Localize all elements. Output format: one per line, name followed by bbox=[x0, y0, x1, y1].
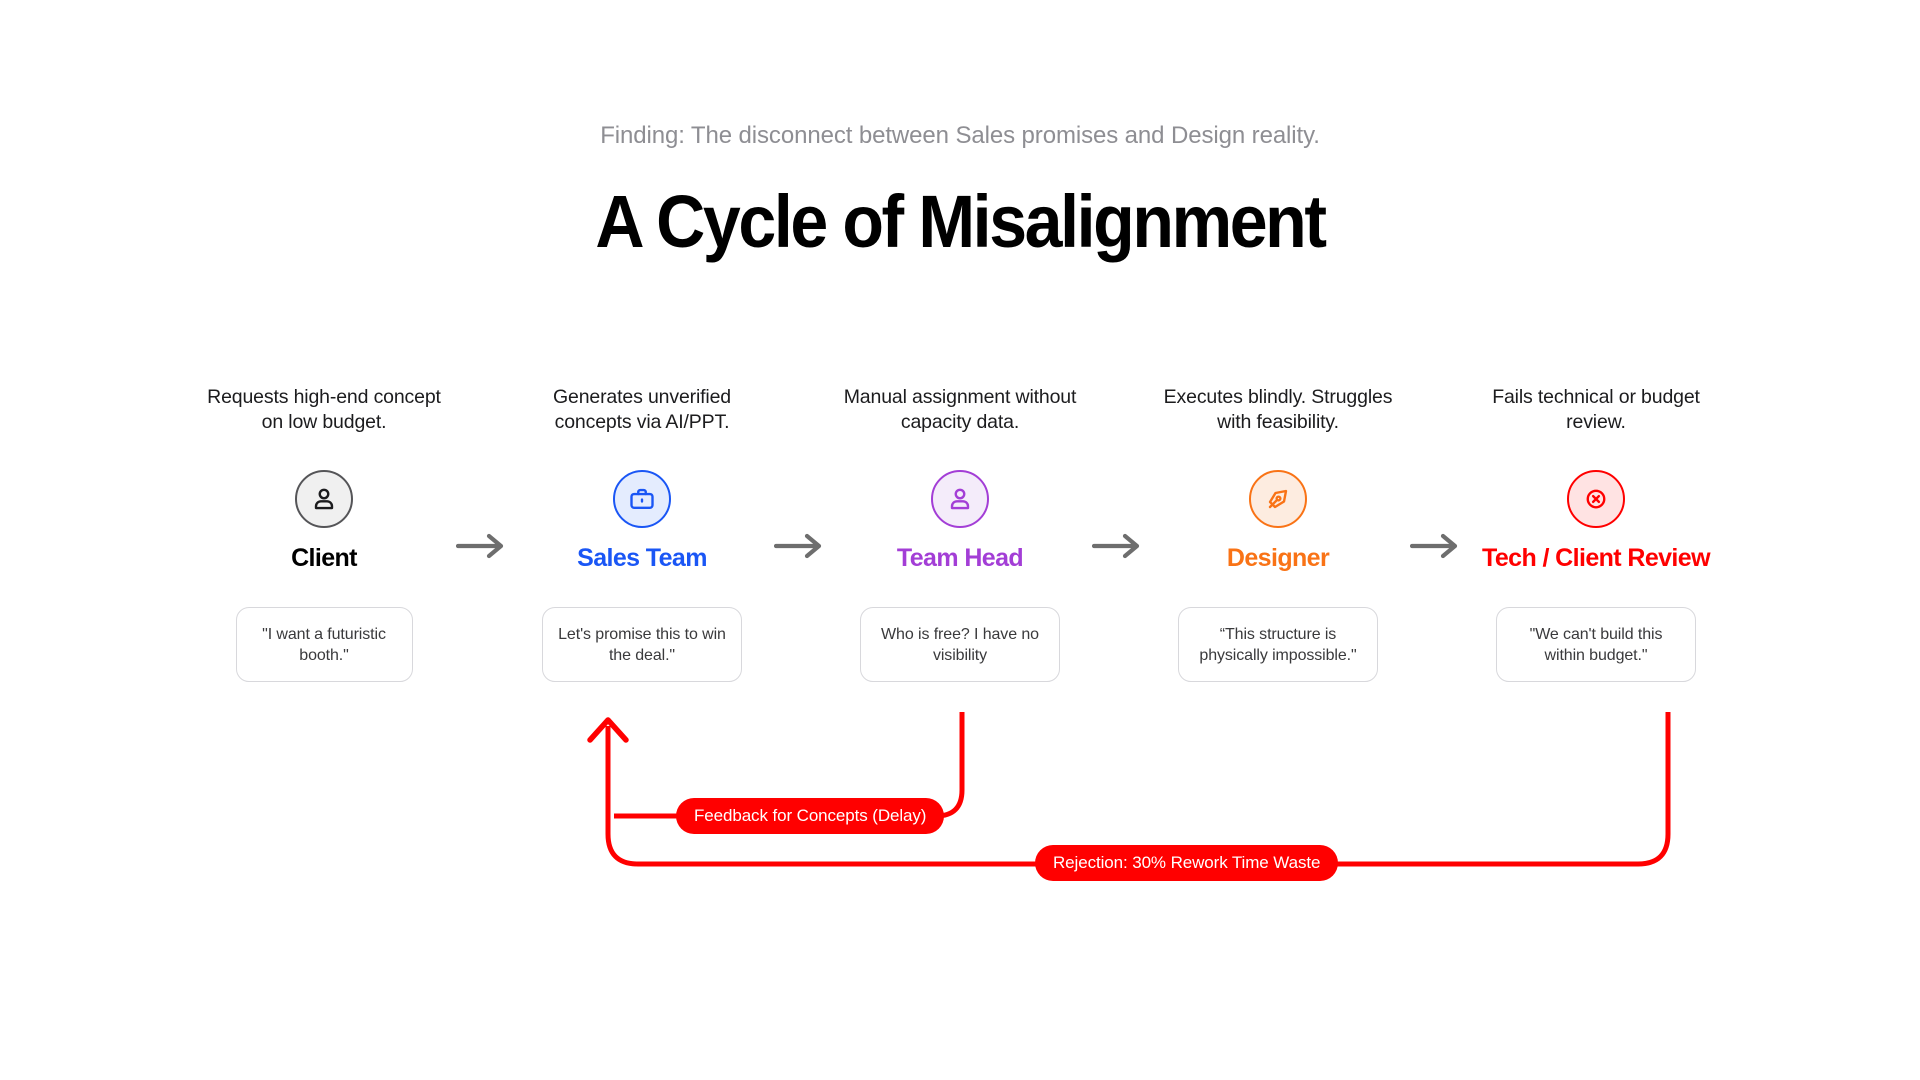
finding-subtitle: Finding: The disconnect between Sales pr… bbox=[600, 122, 1320, 149]
arrow-right-icon bbox=[1410, 533, 1458, 559]
flow-node-sales-team[interactable]: Generates unverified concepts via AI/PPT… bbox=[514, 385, 770, 682]
page-title: A Cycle of Misalignment bbox=[595, 180, 1327, 264]
x-circle-icon bbox=[1567, 470, 1625, 528]
node-quote: Who is free? I have no visibility bbox=[860, 607, 1060, 682]
flow-node-client[interactable]: Requests high-end concept on low budget.… bbox=[196, 385, 452, 682]
flow-node-tech-client-review[interactable]: Fails technical or budget review. Tech /… bbox=[1468, 385, 1724, 682]
flow-arrow-1 bbox=[452, 385, 514, 585]
loop-arrowhead-icon bbox=[587, 717, 629, 743]
briefcase-icon bbox=[613, 470, 671, 528]
pen-nib-icon bbox=[1249, 470, 1307, 528]
node-description: Executes blindly. Struggles with feasibi… bbox=[1163, 386, 1393, 433]
arrow-right-icon bbox=[1092, 533, 1140, 559]
node-title: Client bbox=[291, 544, 357, 572]
node-description: Manual assignment without capacity data. bbox=[843, 386, 1077, 433]
node-title: Tech / Client Review bbox=[1482, 544, 1710, 572]
process-flow: Requests high-end concept on low budget.… bbox=[0, 385, 1920, 682]
node-quote: "We can't build this within budget." bbox=[1496, 607, 1696, 682]
node-description: Fails technical or budget review. bbox=[1492, 386, 1700, 433]
node-quote: "I want a futuristic booth." bbox=[235, 607, 413, 682]
feedback-loop-label[interactable]: Feedback for Concepts (Delay) bbox=[676, 798, 945, 834]
rejection-loop-path bbox=[605, 712, 1671, 867]
flow-arrow-2 bbox=[770, 385, 832, 585]
flow-arrow-3 bbox=[1088, 385, 1150, 585]
header: Finding: The disconnect between Sales pr… bbox=[0, 120, 1920, 260]
arrow-right-icon bbox=[456, 533, 504, 559]
node-title: Sales Team bbox=[577, 544, 707, 572]
person-icon bbox=[295, 470, 353, 528]
node-quote: Let's promise this to win the deal." bbox=[542, 607, 742, 682]
flow-node-team-head[interactable]: Manual assignment without capacity data.… bbox=[832, 385, 1088, 682]
node-quote: “This structure is physically impossible… bbox=[1178, 607, 1378, 682]
node-description: Generates unverified concepts via AI/PPT… bbox=[552, 386, 732, 433]
person-icon bbox=[931, 470, 989, 528]
arrow-right-icon bbox=[774, 533, 822, 559]
node-title: Team Head bbox=[896, 544, 1024, 572]
node-description: Requests high-end concept on low budget. bbox=[207, 386, 441, 433]
node-title: Designer bbox=[1226, 544, 1330, 572]
rejection-loop-label[interactable]: Rejection: 30% Rework Time Waste bbox=[1035, 845, 1339, 881]
flow-node-designer[interactable]: Executes blindly. Struggles with feasibi… bbox=[1150, 385, 1406, 682]
flow-arrow-4 bbox=[1406, 385, 1468, 585]
